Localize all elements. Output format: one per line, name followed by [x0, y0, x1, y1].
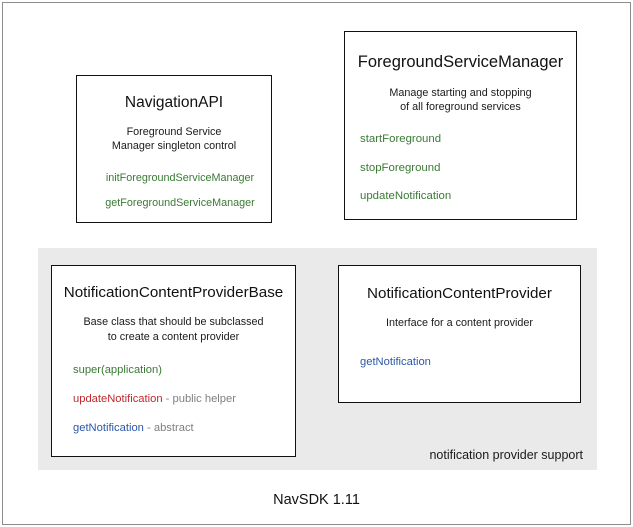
- class-box-notification-content-provider[interactable]: NotificationContentProvider Interface fo…: [338, 265, 581, 403]
- class-description-notification-content-provider-base: Base class that should be subclassed to …: [83, 316, 264, 343]
- method-list-foreground-service-manager: startForeground stopForeground updateNot…: [345, 134, 576, 202]
- method-name: getNotification: [73, 422, 144, 435]
- class-title-notification-content-provider-base: NotificationContentProviderBase: [63, 284, 284, 301]
- method-row: getForegroundServiceManager: [89, 198, 271, 209]
- method-row: super(application): [73, 363, 295, 376]
- method-name: startForeground: [360, 133, 442, 146]
- class-title-navigation-api: NavigationAPI: [124, 94, 224, 111]
- method-name: initForegroundServiceManager: [105, 172, 255, 185]
- class-box-navigation-api[interactable]: NavigationAPI Foreground Service Manager…: [76, 75, 272, 223]
- method-name: getNotification: [360, 355, 431, 368]
- footer-caption: NavSDK 1.11: [273, 492, 360, 508]
- method-row: initForegroundServiceManager: [89, 173, 271, 184]
- class-description-notification-content-provider: Interface for a content provider: [385, 317, 534, 330]
- method-note: - public helper: [162, 393, 236, 406]
- method-name: getForegroundServiceManager: [105, 197, 255, 210]
- method-row: stopForeground: [360, 161, 576, 174]
- group-panel-label: notification provider support: [429, 448, 583, 462]
- method-row: updateNotification: [360, 191, 576, 202]
- class-description-navigation-api: Foreground Service Manager singleton con…: [111, 125, 237, 153]
- method-row: updateNotification - public helper: [73, 394, 295, 405]
- method-note: - abstract: [143, 422, 194, 435]
- class-title-notification-content-provider: NotificationContentProvider: [367, 285, 552, 302]
- class-title-foreground-service-manager: ForegroundServiceManager: [357, 53, 564, 71]
- class-box-foreground-service-manager[interactable]: ForegroundServiceManager Manage starting…: [344, 31, 577, 220]
- method-name: stopForeground: [360, 161, 441, 174]
- method-row: getNotification - abstract: [73, 423, 295, 434]
- method-row: startForeground: [360, 134, 576, 145]
- method-list-navigation-api: initForegroundServiceManager getForegrou…: [77, 173, 271, 209]
- method-row: getNotification: [360, 355, 580, 368]
- class-description-foreground-service-manager: Manage starting and stopping of all fore…: [389, 86, 532, 114]
- method-list-notification-content-provider: getNotification: [339, 355, 580, 368]
- method-name: updateNotification: [360, 190, 452, 203]
- method-name: updateNotification: [73, 393, 163, 406]
- class-box-notification-content-provider-base[interactable]: NotificationContentProviderBase Base cla…: [51, 265, 296, 457]
- method-list-notification-content-provider-base: super(application) updateNotification - …: [52, 363, 295, 435]
- method-name: super(application): [73, 363, 162, 376]
